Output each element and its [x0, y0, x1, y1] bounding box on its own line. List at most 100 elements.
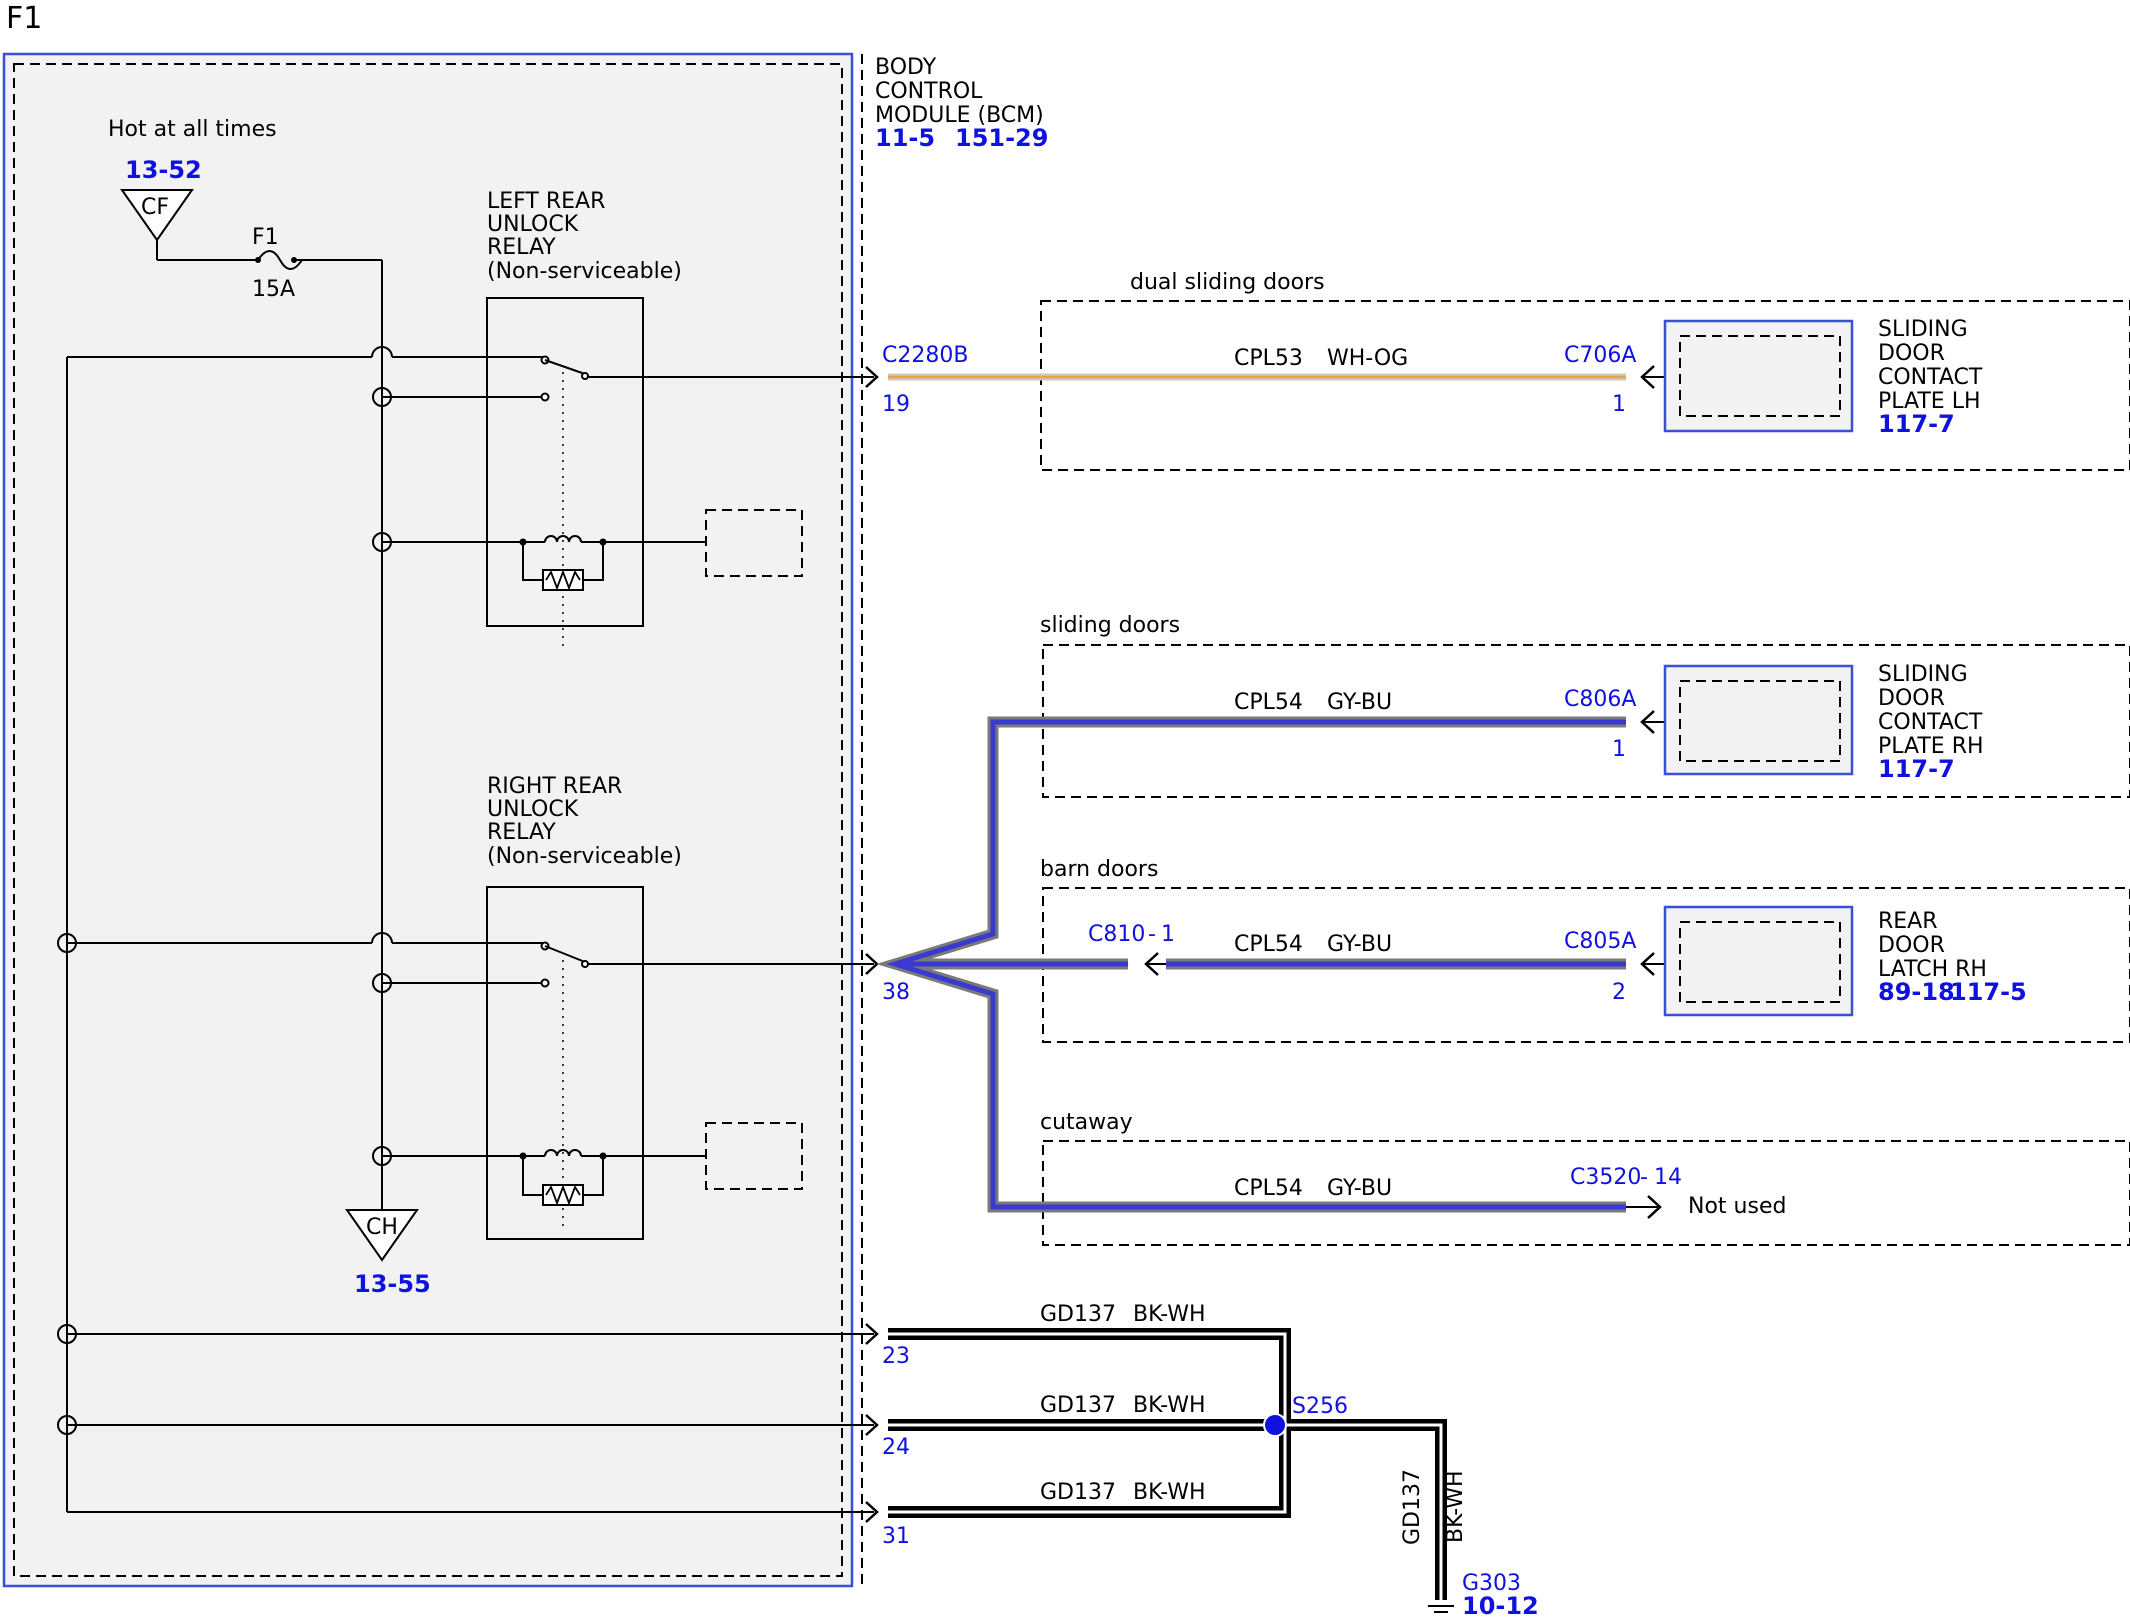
right-relay-switch-blade — [544, 945, 586, 963]
group-sliding-label: sliding doors — [1040, 613, 1180, 638]
pin31-arrow-icon — [865, 1501, 879, 1523]
right-relay-resistor-icon — [545, 1184, 581, 1206]
splice-s256-dot[interactable] — [1263, 1413, 1287, 1437]
wire-gd137-vertical-color: BK-WH — [1443, 1470, 1468, 1543]
component-lh-inner — [1679, 335, 1841, 417]
group-barn-label: barn doors — [1040, 857, 1158, 882]
connector-c3520[interactable]: C3520 — [1570, 1165, 1641, 1190]
component-latch-ref-2[interactable]: 117-5 — [1950, 978, 2027, 1006]
wire-cpl54-sliding-color: GY-BU — [1327, 690, 1392, 715]
component-latch-line-3: LATCH RH — [1878, 957, 1987, 982]
connector-c810-dash: - — [1148, 922, 1156, 947]
left-relay-control-box — [705, 509, 803, 577]
connector-c805a[interactable]: C805A — [1564, 929, 1636, 954]
ch-label: CH — [366, 1215, 398, 1240]
component-lh-line-1: SLIDING — [1878, 317, 1968, 342]
splice-s256-label: S256 — [1292, 1394, 1348, 1419]
right-relay-coil-icon — [544, 1149, 582, 1157]
connector-c806a-pin: 1 — [1612, 737, 1626, 762]
wire-cpl54-cutaway-circuit: CPL54 — [1234, 1176, 1303, 1201]
component-rh-box[interactable] — [1663, 664, 1854, 776]
connector-c2280b[interactable]: C2280B — [882, 343, 968, 368]
bcm-title-line-1: BODY — [875, 55, 937, 80]
component-latch-inner — [1679, 921, 1841, 1003]
pin19-arrow-icon — [865, 366, 879, 388]
component-rh-line-1: SLIDING — [1878, 662, 1968, 687]
group-cutaway-label: cutaway — [1040, 1110, 1133, 1135]
bcm-ref-1[interactable]: 11-5 — [875, 124, 935, 152]
component-rh-line-4: PLATE RH — [1878, 734, 1984, 759]
ch-ref[interactable]: 13-55 — [354, 1270, 431, 1298]
left-relay-label-2: UNLOCK — [487, 212, 579, 237]
wire-cpl53-color: WH-OG — [1327, 346, 1408, 371]
not-used-label: Not used — [1688, 1194, 1786, 1219]
component-lh-box[interactable] — [1663, 319, 1854, 433]
component-latch-line-2: DOOR — [1878, 933, 1945, 958]
left-relay-nc-terminal — [540, 392, 550, 402]
bcm-pin-24: 24 — [882, 1435, 910, 1460]
left-relay-label-1: LEFT REAR — [487, 189, 605, 214]
component-lh-line-2: DOOR — [1878, 341, 1945, 366]
wire-gd137-harness-core — [888, 1332, 1443, 1600]
bcm-title-line-2: CONTROL — [875, 79, 983, 104]
left-relay-switch-blade — [544, 359, 586, 375]
hot-label: Hot at all times — [108, 117, 277, 142]
bcm-pin-19: 19 — [882, 392, 910, 417]
cf-ref[interactable]: 13-52 — [125, 156, 202, 184]
bcm-inner-dashed — [13, 63, 843, 1577]
left-relay-label-3: RELAY — [487, 235, 556, 260]
wire-gd137-23-color: BK-WH — [1133, 1302, 1206, 1327]
pin23-arrow-icon — [865, 1323, 879, 1345]
fuse-name: F1 — [252, 225, 279, 250]
right-relay-box[interactable] — [486, 886, 644, 1240]
ground-g303-ref[interactable]: 10-12 — [1462, 1592, 1539, 1618]
fuse-rating: 15A — [252, 277, 295, 302]
connector-c810[interactable]: C810 — [1088, 922, 1145, 947]
left-relay-resistor-loop — [522, 542, 604, 581]
bcm-pin-31: 31 — [882, 1524, 910, 1549]
left-relay-coil-icon — [544, 535, 582, 543]
wire-gd137-31-circuit: GD137 — [1040, 1480, 1116, 1505]
right-relay-nc-terminal — [540, 978, 550, 988]
component-latch-box[interactable] — [1663, 905, 1854, 1017]
wire-cpl54-barn-color: GY-BU — [1327, 932, 1392, 957]
wire-cpl54-harness-core — [886, 719, 1626, 1210]
component-lh-ref[interactable]: 117-7 — [1878, 410, 1955, 438]
connector-c805a-pin: 2 — [1612, 980, 1626, 1005]
component-rh-line-3: CONTACT — [1878, 710, 1983, 735]
wire-gd137-23-circuit: GD137 — [1040, 1302, 1116, 1327]
wire-gd137-24-color: BK-WH — [1133, 1393, 1206, 1418]
wire-cpl53-circuit: CPL53 — [1234, 346, 1303, 371]
bcm-ref-2[interactable]: 151-29 — [955, 124, 1048, 152]
right-relay-label-1: RIGHT REAR — [487, 774, 622, 799]
cf-triangle-icon — [120, 189, 194, 242]
left-relay-resistor-icon — [545, 569, 581, 591]
pin24-arrow-icon — [865, 1414, 879, 1436]
component-latch-ref-1[interactable]: 89-18 — [1878, 978, 1955, 1006]
group-cutaway — [1042, 1140, 2130, 1246]
component-rh-line-2: DOOR — [1878, 686, 1945, 711]
ground-g303-name: G303 — [1462, 1571, 1521, 1596]
wire-gd137-31-color: BK-WH — [1133, 1480, 1206, 1505]
page-label: F1 — [6, 1, 42, 36]
left-relay-crossover — [371, 346, 393, 358]
group-dual-label: dual sliding doors — [1130, 270, 1325, 295]
connector-c706a[interactable]: C706A — [1564, 343, 1636, 368]
wire-gd137-harness-outer[interactable] — [888, 1328, 1447, 1600]
group-dual-sliding-doors — [1040, 300, 2130, 471]
wire-cpl54-barn-circuit: CPL54 — [1234, 932, 1303, 957]
connector-c806a[interactable]: C806A — [1564, 687, 1636, 712]
right-relay-crossover — [371, 932, 393, 944]
bcm-pin-38: 38 — [882, 980, 910, 1005]
component-rh-ref[interactable]: 117-7 — [1878, 755, 1955, 783]
component-lh-line-3: CONTACT — [1878, 365, 1983, 390]
c3520-arrow-icon — [1647, 1195, 1662, 1219]
fuse-icon — [257, 250, 303, 270]
wire-gd137-24-circuit: GD137 — [1040, 1393, 1116, 1418]
bcm-title-line-3: MODULE (BCM) — [875, 103, 1044, 128]
bcm-module-box[interactable] — [2, 52, 854, 1588]
connector-c810-pin: 1 — [1161, 922, 1175, 947]
right-relay-label-2: UNLOCK — [487, 797, 579, 822]
right-relay-resistor-loop — [522, 1156, 604, 1196]
